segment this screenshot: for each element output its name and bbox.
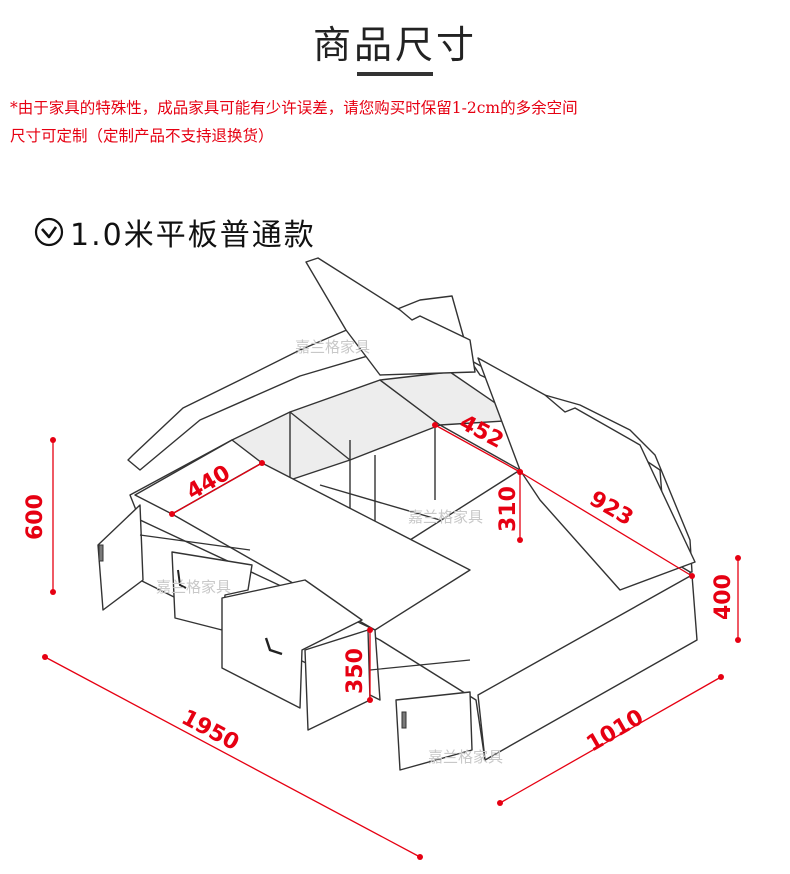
door-handle: [98, 544, 104, 562]
watermark: 嘉兰格家具: [408, 508, 483, 526]
right-door: [395, 691, 473, 771]
svg-text:350: 350: [343, 648, 368, 694]
watermark: 嘉兰格家具: [295, 338, 370, 356]
svg-text:1010: 1010: [583, 705, 649, 757]
watermark: 嘉兰格家具: [428, 748, 503, 766]
svg-text:400: 400: [711, 574, 736, 620]
notice-text: *由于家具的特殊性，成品家具可能有少许误差，请您购买时保留1-2cm的多余空间 …: [10, 94, 785, 150]
model-heading: 1.0米平板普通款: [32, 210, 316, 254]
front-side-face: [477, 574, 698, 761]
watermark: 嘉兰格家具: [156, 578, 231, 596]
page-title: 商品尺寸: [312, 23, 477, 67]
dim-350: 350: [343, 627, 373, 703]
lift-lid-right: [477, 357, 696, 591]
svg-text:310: 310: [496, 486, 521, 532]
left-door: [97, 504, 144, 611]
title-underline: [357, 72, 433, 76]
notice-line-2: 尺寸可定制（定制产品不支持退换货）: [10, 127, 274, 145]
dim-400: 400: [711, 555, 741, 643]
lift-lid-left: [305, 257, 476, 376]
dim-310: 310: [496, 469, 523, 543]
check-circle-icon: [34, 217, 64, 247]
dim-600: 600: [23, 437, 56, 595]
svg-text:1950: 1950: [177, 705, 243, 756]
model-name: 1.0米平板普通款: [70, 218, 316, 253]
door-handle: [401, 711, 407, 729]
large-drawer: [221, 579, 363, 709]
small-drawer: [171, 551, 253, 631]
notice-line-1: *由于家具的特殊性，成品家具可能有少许误差，请您购买时保留1-2cm的多余空间: [10, 99, 578, 117]
svg-text:600: 600: [23, 494, 48, 540]
